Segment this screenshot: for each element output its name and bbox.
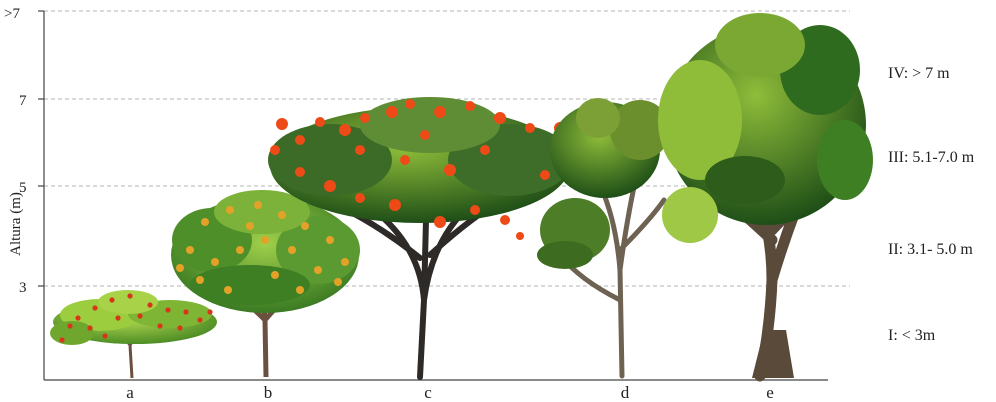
tree-label-c: c bbox=[424, 383, 432, 402]
y-axis-title: Altura (m) bbox=[8, 192, 24, 256]
tree-label-d: d bbox=[621, 383, 630, 402]
citrus-tree-icon bbox=[171, 190, 360, 377]
class-label-iii: III: 5.1-7.0 m bbox=[888, 149, 975, 166]
class-label-ii: II: 3.1- 5.0 m bbox=[888, 241, 973, 258]
tree-label-e: e bbox=[766, 383, 774, 402]
class-label-iv: IV: > 7 m bbox=[888, 65, 950, 82]
y-tick-label-3: 3 bbox=[19, 280, 27, 296]
tree-label-a: a bbox=[126, 383, 134, 402]
slender-tree-icon bbox=[537, 98, 670, 376]
large-canopy-tree-icon bbox=[658, 13, 873, 378]
small-shrub-tree-icon bbox=[50, 290, 217, 378]
y-tick-label-top: >7 bbox=[4, 6, 20, 22]
tree-label-b: b bbox=[264, 383, 273, 402]
y-tick-label-7: 7 bbox=[19, 93, 27, 109]
class-label-i: I: < 3m bbox=[888, 327, 936, 344]
